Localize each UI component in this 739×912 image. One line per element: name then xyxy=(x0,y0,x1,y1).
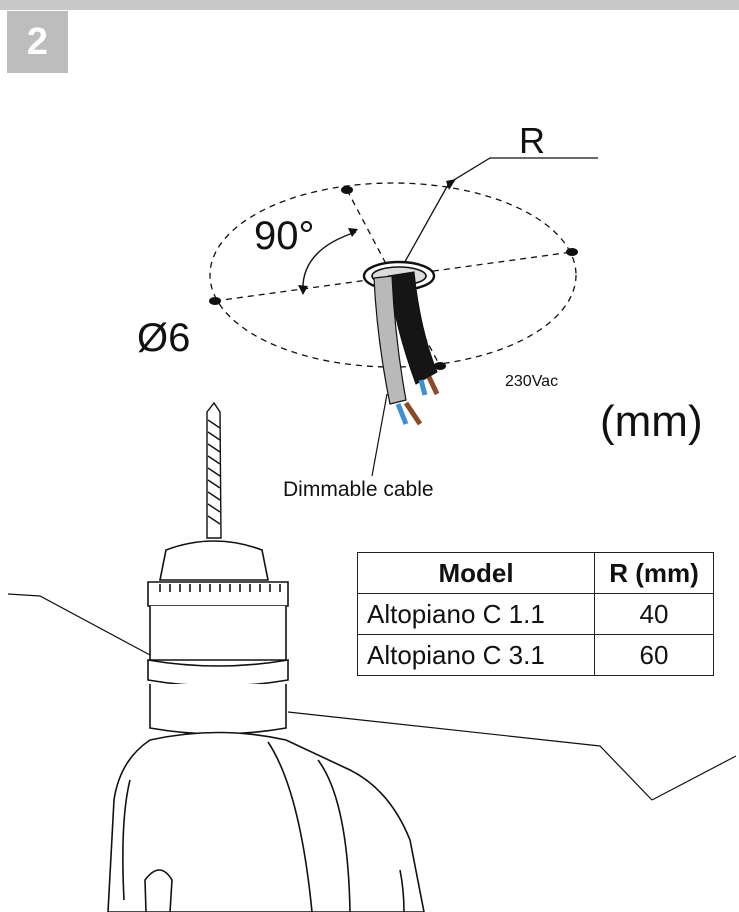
column-header-model: Model xyxy=(357,552,595,594)
ceiling-edge-line xyxy=(287,711,653,801)
step-number-badge: 2 xyxy=(7,11,68,73)
hole-dot xyxy=(566,248,578,256)
table-row: Altopiano C 1.1 40 xyxy=(357,593,714,635)
hole-dot xyxy=(209,297,221,305)
table-row: Altopiano C 3.1 60 xyxy=(357,634,714,676)
table-header-row: Model R (mm) xyxy=(357,552,714,594)
hole-dot xyxy=(434,362,446,370)
blue-wire xyxy=(395,403,409,425)
angle-label: 90° xyxy=(254,214,315,258)
brown-wire xyxy=(426,375,440,396)
model-cell: Altopiano C 3.1 xyxy=(357,634,595,676)
grey-cable xyxy=(373,275,407,405)
column-header-r: R (mm) xyxy=(594,552,714,594)
hole-diameter-label: Ø6 xyxy=(137,316,191,360)
ceiling-edge-line xyxy=(7,593,151,656)
r-leader-line xyxy=(401,157,598,268)
model-radius-table: Model R (mm) Altopiano C 1.1 40 Altopian… xyxy=(357,552,714,676)
dimmable-cable-label: Dimmable cable xyxy=(283,478,434,501)
blue-wire xyxy=(418,379,428,396)
radius-label: R xyxy=(519,120,545,161)
model-cell: Altopiano C 1.1 xyxy=(357,593,595,635)
angle-arrow-head xyxy=(348,228,358,237)
ceiling-edge-line xyxy=(651,755,737,801)
drill-body xyxy=(107,731,425,912)
r-value-cell: 40 xyxy=(594,593,714,635)
cable-leader-line xyxy=(371,393,388,477)
drill-bit xyxy=(206,401,222,539)
r-value-cell: 60 xyxy=(594,634,714,676)
angle-arc xyxy=(302,231,357,294)
drill-chuck xyxy=(147,540,289,735)
hole-dot xyxy=(341,186,353,194)
top-bar xyxy=(0,0,739,10)
r-arrow-head xyxy=(446,179,456,190)
units-label: (mm) xyxy=(600,397,703,446)
angle-arrow-head xyxy=(298,285,308,295)
voltage-label: 230Vac xyxy=(505,373,559,390)
brown-wire xyxy=(403,401,423,426)
